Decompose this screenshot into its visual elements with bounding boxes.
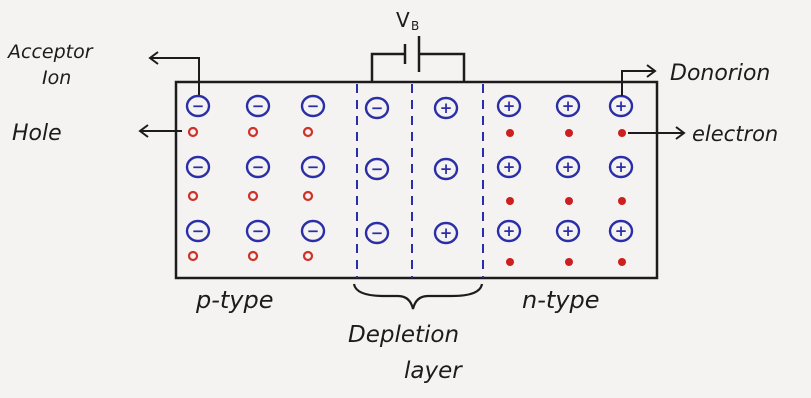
electron-carrier	[618, 129, 626, 137]
electron-carrier	[565, 258, 573, 266]
depletion-label-line2: layer	[404, 358, 463, 384]
donor-ion: +	[608, 94, 634, 118]
donor-ion-arrow	[621, 64, 657, 96]
electron-group	[506, 129, 626, 266]
hole-carrier	[187, 250, 199, 262]
hole-carrier	[247, 250, 259, 262]
hole-label: Hole	[12, 121, 62, 146]
hole-carrier	[302, 126, 314, 138]
electron-carrier	[506, 129, 514, 137]
donor-ion: +	[555, 94, 581, 118]
acceptor-ion: −	[185, 94, 211, 118]
svg-text:+: +	[440, 99, 453, 117]
svg-text:+: +	[503, 222, 516, 240]
battery-symbol	[370, 36, 466, 82]
electron-carrier	[506, 197, 514, 205]
semiconductor-block	[174, 80, 659, 280]
hole-carrier	[187, 126, 199, 138]
hole-arrow	[138, 124, 182, 138]
svg-text:+: +	[503, 158, 516, 176]
svg-text:+: +	[503, 97, 516, 115]
svg-text:−: −	[371, 160, 384, 178]
donor-ion: +	[555, 155, 581, 179]
electron-arrow	[628, 126, 686, 140]
n-type-label: n-type	[522, 286, 599, 314]
donor-ion: +	[608, 155, 634, 179]
donor-ion: +	[555, 219, 581, 243]
acceptor-ion: −	[364, 157, 390, 181]
acceptor-ion: −	[245, 219, 271, 243]
p-type-label: p-type	[195, 286, 274, 314]
battery-subscript: B	[411, 19, 419, 33]
svg-text:+: +	[615, 97, 628, 115]
acceptor-ion: −	[300, 94, 326, 118]
hole-group	[187, 126, 314, 262]
svg-text:+: +	[615, 158, 628, 176]
electron-carrier	[506, 258, 514, 266]
hole-carrier	[302, 250, 314, 262]
svg-text:+: +	[562, 97, 575, 115]
electron-carrier	[618, 197, 626, 205]
svg-text:−: −	[192, 158, 205, 176]
electron-carrier	[565, 197, 573, 205]
donor-ion: +	[433, 221, 459, 245]
hole-carrier	[302, 190, 314, 202]
svg-text:−: −	[371, 99, 384, 117]
electron-carrier	[565, 129, 573, 137]
svg-text:−: −	[307, 158, 320, 176]
acceptor-ion-label-line2: Ion	[42, 67, 71, 89]
acceptor-ion: −	[245, 94, 271, 118]
acceptor-ion-label-line1: Acceptor	[6, 41, 94, 63]
hole-carrier	[247, 190, 259, 202]
battery-label: V	[396, 8, 410, 32]
acceptor-ion: −	[185, 219, 211, 243]
svg-text:+: +	[562, 158, 575, 176]
acceptor-ion: −	[245, 155, 271, 179]
svg-text:−: −	[252, 222, 265, 240]
donor-ion: +	[496, 94, 522, 118]
svg-text:−: −	[252, 158, 265, 176]
donor-ion: +	[496, 155, 522, 179]
svg-text:+: +	[562, 222, 575, 240]
electron-carrier	[618, 258, 626, 266]
depletion-brace	[352, 283, 484, 310]
acceptor-ion: −	[364, 221, 390, 245]
acceptor-ion: −	[300, 155, 326, 179]
donor-ion: +	[608, 219, 634, 243]
acceptor-ion: −	[185, 155, 211, 179]
donor-ion-group: + + + + + + + + + + + +	[433, 94, 634, 245]
electron-label: electron	[692, 122, 778, 146]
donor-ion: +	[433, 96, 459, 120]
svg-text:+: +	[440, 160, 453, 178]
donor-ion-label: Donorion	[670, 61, 770, 86]
svg-text:+: +	[615, 222, 628, 240]
svg-text:−: −	[192, 97, 205, 115]
svg-text:−: −	[371, 224, 384, 242]
svg-text:+: +	[440, 224, 453, 242]
acceptor-ion-group: − − − − − − − − − − − −	[185, 94, 390, 245]
acceptor-ion: −	[300, 219, 326, 243]
acceptor-ion-arrow	[148, 51, 200, 95]
depletion-label-line1: Depletion	[348, 322, 459, 348]
svg-text:−: −	[252, 97, 265, 115]
hole-carrier	[247, 126, 259, 138]
svg-text:−: −	[307, 97, 320, 115]
svg-text:−: −	[192, 222, 205, 240]
svg-text:−: −	[307, 222, 320, 240]
donor-ion: +	[496, 219, 522, 243]
donor-ion: +	[433, 157, 459, 181]
acceptor-ion: −	[364, 96, 390, 120]
hole-carrier	[187, 190, 199, 202]
